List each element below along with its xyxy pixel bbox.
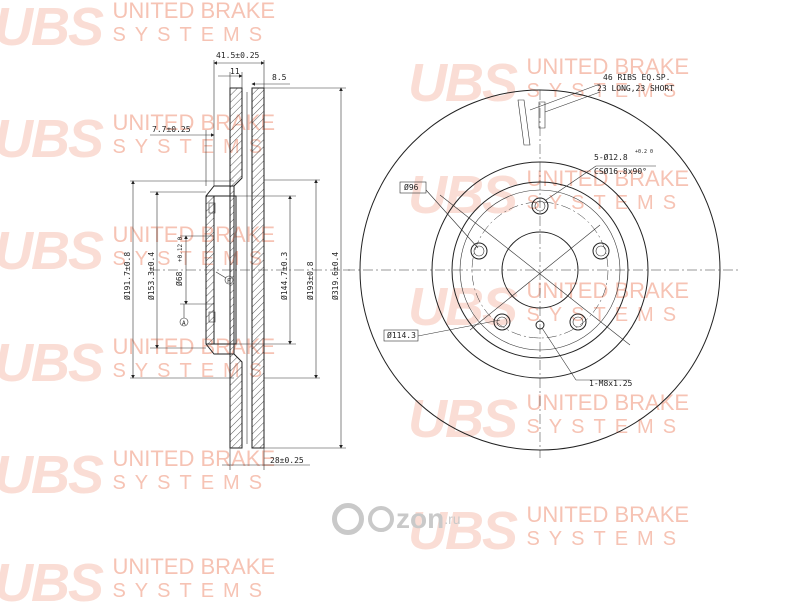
pcd-circle xyxy=(471,201,609,339)
dim-pad-offset: 8.5 xyxy=(272,73,287,82)
ozon-logo-o2-icon xyxy=(368,506,394,532)
brake-disc-drawing: 41.5±0.25 11 8.5 7.7±0.25 Ø191.7±0.8 Ø15… xyxy=(122,51,740,470)
countersink-callout: CSØ16.8x90° xyxy=(594,166,647,176)
ribs-count: 46 RIBS EQ.SP. xyxy=(603,73,670,82)
hat-inner-edge xyxy=(459,189,621,351)
bolt-hole-5 xyxy=(470,242,488,260)
dim-hat-outer: Ø153.3±0.4 xyxy=(146,252,156,300)
datum-f-marker xyxy=(224,275,234,285)
bolt-hole-section-bottom xyxy=(208,311,216,323)
dim-hat-offset: 11 xyxy=(230,67,240,76)
rib-short xyxy=(538,101,546,129)
center-bore xyxy=(501,231,579,309)
dim-outer-dia: Ø319.6±0.4 xyxy=(330,252,340,300)
dim-total-width: 41.5±0.25 xyxy=(216,51,260,60)
bolt-hole-1 xyxy=(531,197,549,215)
dim-center-bore: Ø68 xyxy=(174,271,184,286)
disc-outer-edge xyxy=(359,89,721,451)
hat-outer-edge xyxy=(451,181,629,359)
ozon-logo: ozonzon.ru xyxy=(332,503,461,535)
bolt-hole-3 xyxy=(569,313,587,331)
ozon-logo-tld: .ru xyxy=(444,511,461,527)
dim-hat-inner: Ø144.7±0.3 xyxy=(279,252,289,300)
ozon-logo-o-icon xyxy=(332,503,364,535)
pcd-box xyxy=(383,329,419,342)
hat-face xyxy=(214,195,237,345)
dim-center-bore-tol: +0.12 0 xyxy=(177,236,184,262)
datum-f: F xyxy=(227,278,231,285)
ribs-split: 23 LONG,23 SHORT xyxy=(597,84,674,93)
bolt-hole-4 xyxy=(493,313,511,331)
dim-friction-inner: Ø193±0.8 xyxy=(305,261,315,300)
bolt-hole-2 xyxy=(592,242,610,260)
side-view: 41.5±0.25 11 8.5 7.7±0.25 Ø191.7±0.8 Ø15… xyxy=(122,51,350,470)
thread-hole xyxy=(535,320,545,330)
datum-a-marker xyxy=(179,317,189,327)
holes-tol: +0.2 0 xyxy=(635,149,653,155)
dim-inner-dia: Ø191.7±0.8 xyxy=(122,252,132,300)
thread-label: 1-M8x1.25 xyxy=(589,379,633,388)
pcd-inner-label: Ø96 xyxy=(404,182,419,192)
dim-hat-depth: 7.7±0.25 xyxy=(152,125,191,134)
pcd-label: Ø114.3 xyxy=(387,330,416,340)
friction-inner-edge xyxy=(431,161,649,379)
bolt-hole-section-top xyxy=(208,202,216,214)
holes-callout: 5-Ø12.8 xyxy=(594,152,628,162)
front-view: 46 RIBS EQ.SP. 23 LONG,23 SHORT 5-Ø12.8 … xyxy=(345,73,740,458)
datum-a: A xyxy=(182,320,186,327)
rib-long xyxy=(517,99,531,146)
dim-thickness: 28±0.25 xyxy=(270,456,304,465)
friction-plate-outer xyxy=(251,87,265,449)
pcd-inner-box xyxy=(399,181,427,194)
